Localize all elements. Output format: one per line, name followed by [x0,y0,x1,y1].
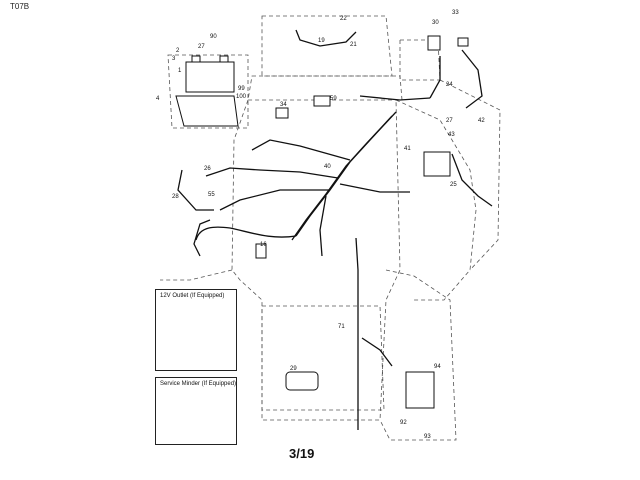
callout-55: 55 [208,192,215,198]
callout-19: 19 [318,38,325,44]
callout-43: 43 [448,132,455,138]
callout-16: 16 [260,242,267,248]
battery-terminal-pos [219,55,229,63]
callout-3: 3 [172,56,176,62]
callout-40: 40 [324,164,331,170]
callout-28: 28 [172,194,179,200]
battery-terminal-neg [191,55,201,63]
callout-93: 93 [424,434,431,440]
callout-71: 71 [338,324,345,330]
inset-service-minder: Service Minder (If Equipped) [155,377,237,445]
inset-12v-outlet-title: 12V Outlet (If Equipped) [160,293,225,299]
callout-21: 21 [350,42,357,48]
callout-94: 94 [434,364,441,370]
callout-26: 26 [204,166,211,172]
battery [185,61,235,93]
fuse-block-29 [285,371,319,391]
callout-27: 27 [198,44,205,50]
callout-41: 41 [404,146,411,152]
callout-34: 34 [280,102,287,108]
page-number: 3/19 [289,446,315,461]
callout-22: 22 [340,16,347,22]
callout-92: 92 [400,420,407,426]
ignition-switch [427,35,441,51]
page-code: T07B [10,2,30,11]
callout-27b: 27 [446,118,453,124]
module-34 [275,107,289,119]
inset-12v-outlet: 12V Outlet (If Equipped) [155,289,237,371]
callout-2: 2 [176,48,180,54]
callout-24: 24 [446,82,453,88]
solenoid-43 [423,151,451,177]
relay-59 [313,95,331,107]
main-harness [177,29,493,430]
callout-4: 4 [156,96,160,102]
callout-25: 25 [450,182,457,188]
battery-tray [175,95,239,127]
callout-42: 42 [478,118,485,124]
callout-59: 59 [330,96,337,102]
tractor-outline [160,15,501,441]
callout-33: 33 [452,10,459,16]
inset-service-minder-title: Service Minder (If Equipped) [160,381,237,387]
callout-90: 90 [210,34,217,40]
callout-100: 100 [236,94,247,100]
switch-16 [255,243,267,259]
mower-switch-94 [405,371,435,409]
callout-29: 29 [290,366,297,372]
callout-1: 1 [178,68,182,74]
callout-30: 30 [432,20,439,26]
connector-33 [457,37,469,47]
callout-99: 99 [238,86,245,92]
